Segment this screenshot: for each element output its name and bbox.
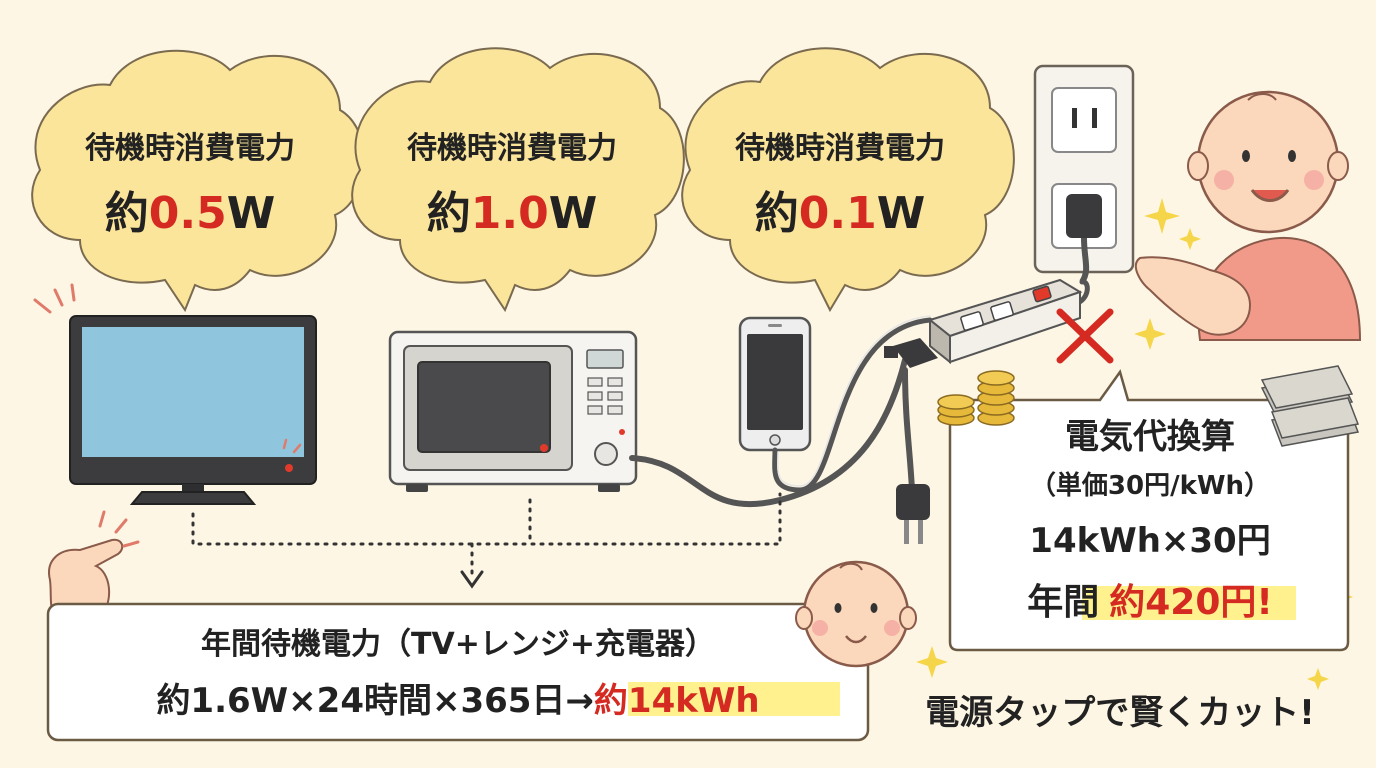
cost-result-prefix: 年間 (1027, 582, 1099, 623)
annual-line2-prefix: 約1.6W×24時間×365日→ (156, 681, 593, 721)
cost-title: 電気代換算 (1065, 417, 1235, 457)
highlight-bar (1082, 586, 1296, 620)
bubble-prefix: 約 (105, 188, 149, 239)
tv-icon (33, 283, 317, 505)
bubble-prefix: 約 (427, 188, 471, 239)
baby-face-icon (795, 560, 917, 668)
bubble-prefix: 約 (755, 188, 799, 239)
bubble-title: 待機時消費電力 (735, 131, 945, 166)
annual-result: 約14kWh (594, 681, 760, 721)
smartphone-icon (738, 316, 812, 452)
cost-subtitle: （単価30円/kWh） (1030, 471, 1270, 501)
microwave-icon (388, 330, 638, 492)
cost-result-value: 約420円! (1109, 582, 1273, 623)
bubble-charger: 待機時消費電力 約0.1W (681, 47, 1015, 313)
cost-formula: 14kWh×30円 (1029, 521, 1270, 561)
bubble-microwave: 待機時消費電力 約1.0W (351, 47, 685, 313)
plug-icon (896, 484, 930, 544)
bubble-value: 0.5 (149, 188, 227, 239)
annual-standby-box: 年間待機電力（TV+レンジ+充電器） 約1.6W×24時間×365日→約14kW… (46, 602, 870, 742)
dotted-connector (191, 492, 782, 580)
tagline: 電源タップで賢くカット! (925, 693, 1315, 733)
bubble-title: 待機時消費電力 (407, 131, 617, 166)
power-strip-icon (884, 278, 1083, 368)
bubble-unit: W (877, 188, 926, 239)
wall-outlet-icon (1033, 64, 1135, 284)
bubble-unit: W (549, 188, 598, 239)
annual-line1: 年間待機電力（TV+レンジ+充電器） (201, 627, 715, 662)
bubble-title: 待機時消費電力 (85, 131, 295, 166)
bubble-tv: 待機時消費電力 約0.5W (31, 49, 365, 313)
bubble-value: 1.0 (471, 188, 549, 239)
svg-text:約1.0W: 約1.0W (427, 188, 598, 239)
down-arrow-icon (460, 570, 484, 589)
bubble-value: 0.1 (799, 188, 877, 239)
svg-text:約0.5W: 約0.5W (105, 188, 276, 239)
svg-text:約0.1W: 約0.1W (755, 188, 926, 239)
pointing-hand-icon (1134, 256, 1252, 336)
highlight-bar (628, 682, 840, 716)
cost-box: 電気代換算 （単価30円/kWh） 14kWh×30円 年間約420円! (948, 369, 1350, 652)
banknote-stack-icon (1260, 365, 1360, 447)
svg-text:約1.6W×24時間×365日→約14kWh: 約1.6W×24時間×365日→約14kWh (156, 681, 759, 721)
red-x-icon (1056, 308, 1114, 364)
coin-stack-icon (937, 370, 1015, 426)
bubble-unit: W (227, 188, 276, 239)
